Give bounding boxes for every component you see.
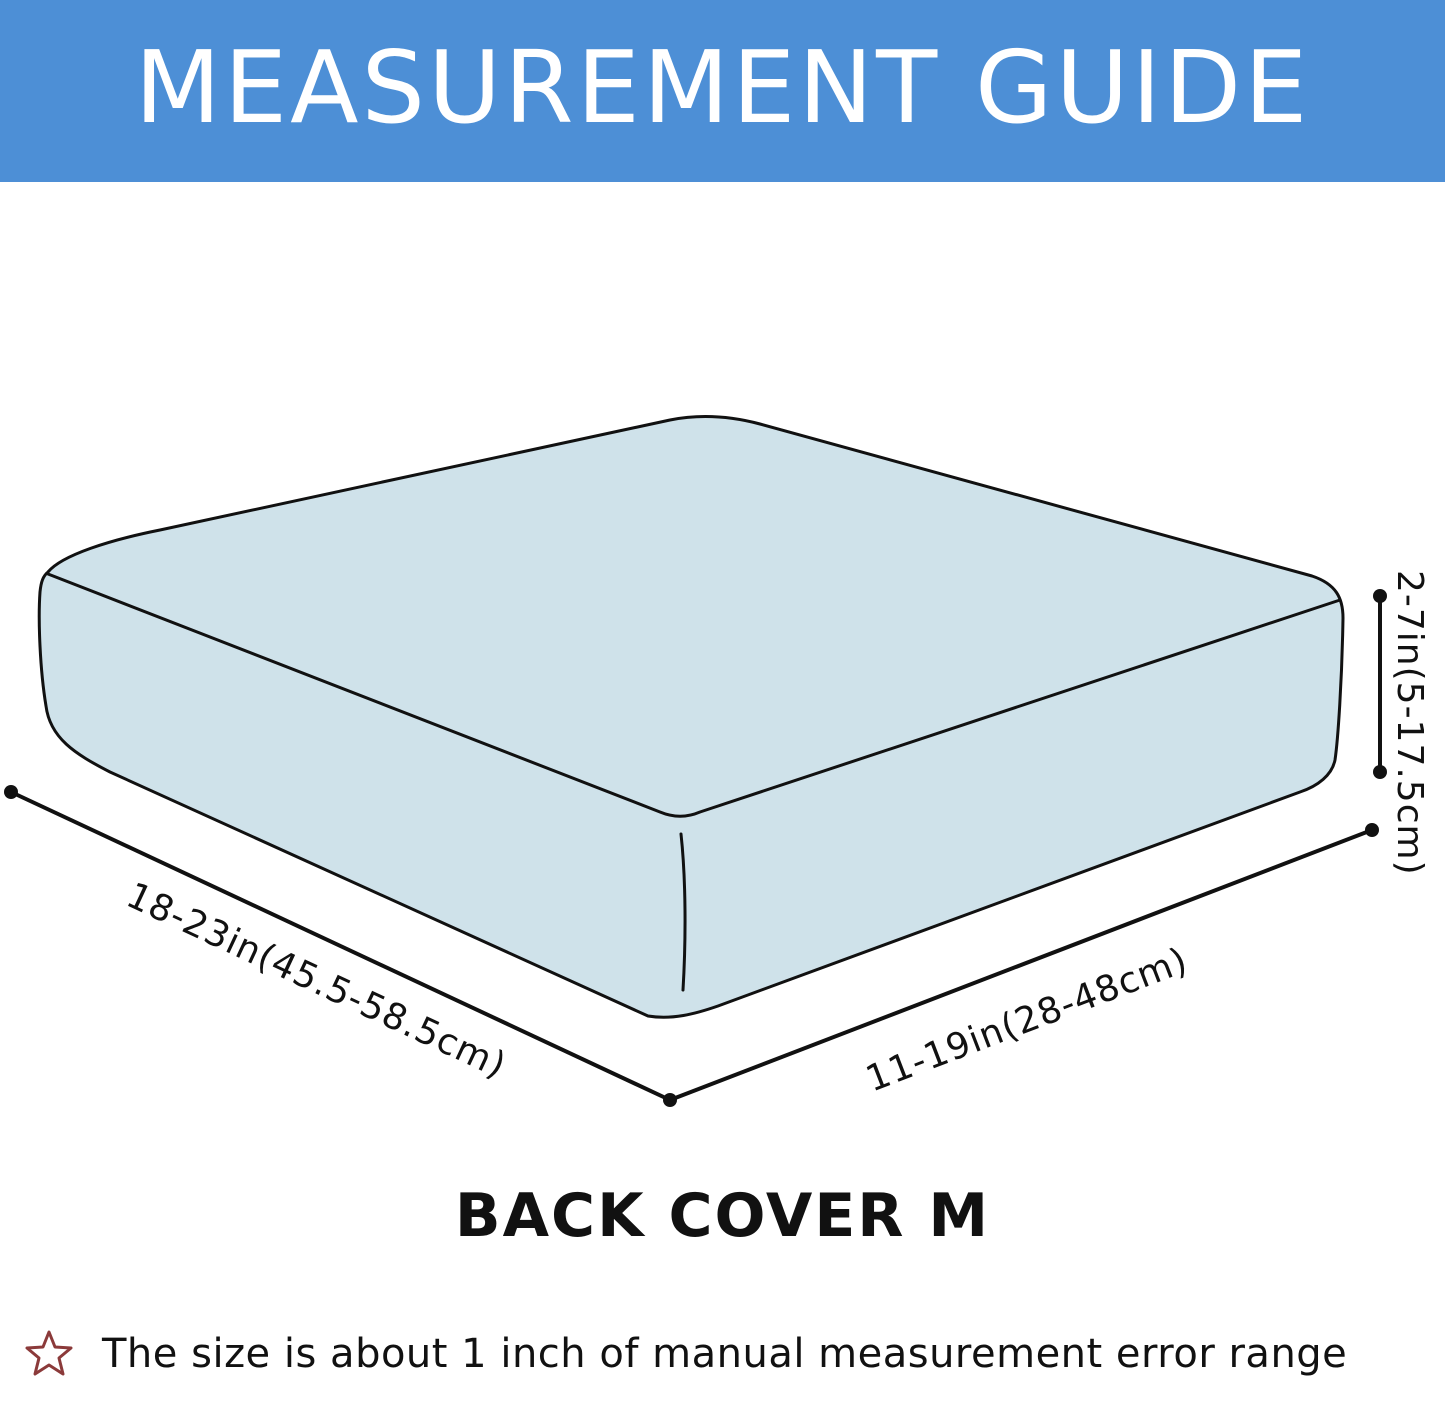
footnote-text: The size is about 1 inch of manual measu… xyxy=(102,1331,1348,1377)
height-endpoint-bottom xyxy=(1373,765,1387,779)
cushion-illustration xyxy=(37,415,1345,1019)
header-title: MEASUREMENT GUIDE xyxy=(134,29,1311,146)
width-endpoint-end xyxy=(1365,823,1379,837)
product-label: BACK COVER M xyxy=(454,1181,991,1251)
length-dimension-line xyxy=(10,790,671,1102)
height-dimension: 2-7in(5-17.5cm) xyxy=(1373,570,1430,876)
width-dimension-line xyxy=(669,828,1373,1102)
height-endpoint-top xyxy=(1373,589,1387,603)
cushion-corner-seam xyxy=(679,832,687,992)
height-label: 2-7in(5-17.5cm) xyxy=(1389,570,1430,876)
footnote: The size is about 1 inch of manual measu… xyxy=(22,1326,1437,1382)
length-endpoint-start xyxy=(4,785,18,799)
star-outline-icon xyxy=(22,1327,76,1381)
header-banner: MEASUREMENT GUIDE xyxy=(0,0,1445,182)
cushion-front-edge xyxy=(46,572,1342,818)
cushion-outline xyxy=(37,415,1345,1019)
